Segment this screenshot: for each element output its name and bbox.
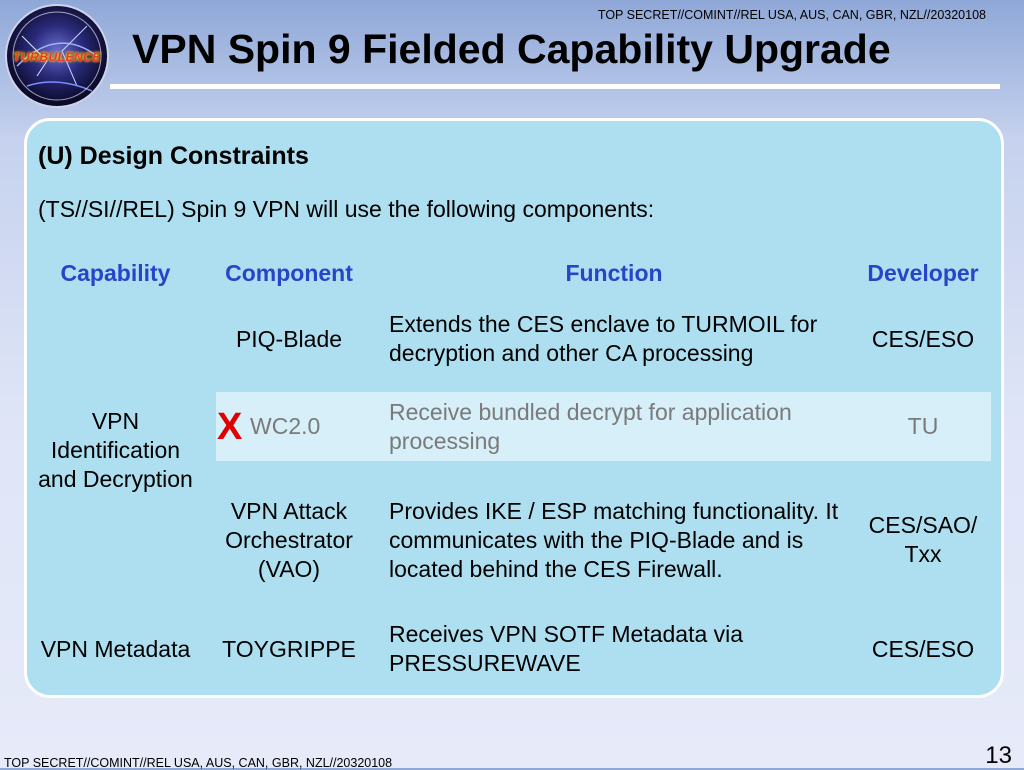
classification-banner-bottom: TOP SECRET//COMINT//REL USA, AUS, CAN, G…	[4, 756, 393, 770]
component-piq-blade: PIQ-Blade	[235, 325, 343, 352]
intro-text: (TS//SI//REL) Spin 9 VPN will use the fo…	[38, 196, 655, 222]
capability-vpn-metadata: VPN Metadata	[40, 635, 191, 662]
struck-row-highlight	[216, 392, 991, 461]
developer-wc2: TU	[907, 413, 939, 439]
page-title: VPN Spin 9 Fielded Capability Upgrade	[132, 26, 891, 72]
developer-vao: CES/SAO/ Txx	[868, 512, 978, 567]
column-header-capability: Capability	[60, 260, 171, 286]
column-header-developer: Developer	[867, 260, 979, 286]
developer-piq-blade: CES/ESO	[871, 325, 975, 352]
component-vao: VPN Attack Orchestrator (VAO)	[225, 497, 353, 582]
page-number: 13	[985, 742, 1012, 769]
logo-art-icon	[12, 11, 102, 101]
capability-vpn-identification-decryption: VPN Identification and Decryption	[38, 407, 193, 492]
function-vao: Provides IKE / ESP matching functionalit…	[389, 497, 839, 582]
component-wc2: WC2.0	[250, 413, 321, 439]
title-divider	[110, 84, 1000, 89]
removed-x-mark-icon: X	[217, 406, 243, 448]
column-header-component: Component	[225, 260, 353, 286]
turbulence-logo: TURBULENCE	[5, 4, 109, 108]
section-heading: (U) Design Constraints	[38, 142, 309, 170]
function-wc2: Receive bundled decrypt for application …	[389, 398, 792, 454]
classification-banner-top: TOP SECRET//COMINT//REL USA, AUS, CAN, G…	[597, 8, 986, 22]
developer-toygrippe: CES/ESO	[871, 635, 975, 662]
component-toygrippe: TOYGRIPPE	[222, 635, 356, 662]
function-toygrippe: Receives VPN SOTF Metadata via PRESSUREW…	[389, 621, 744, 676]
column-header-function: Function	[565, 260, 663, 286]
function-piq-blade: Extends the CES enclave to TURMOIL for d…	[389, 311, 818, 366]
logo-text: TURBULENCE	[13, 50, 101, 64]
